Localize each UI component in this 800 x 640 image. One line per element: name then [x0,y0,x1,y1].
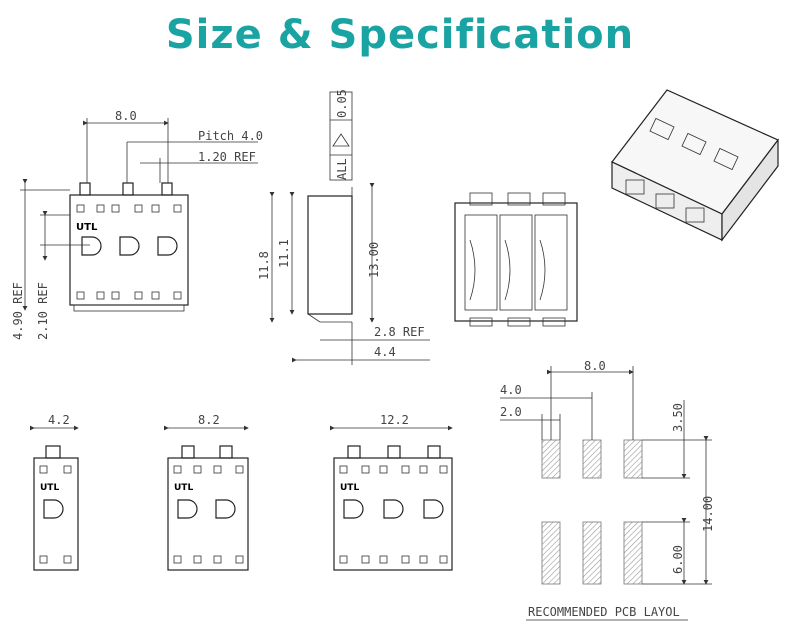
pcb-layout: 8.0 4.0 2.0 3.50 14.00 6.00 RECOMMENDED … [500,359,715,621]
dim-pad-w: 2.0 [500,405,522,419]
pcb-caption: RECOMMENDED PCB LAYOL [528,605,680,619]
dim-pcb-pitch: 4.0 [500,383,522,397]
dim-h3: 13.00 [367,242,381,278]
dim-pad-h: 3.50 [671,403,685,432]
dim-h1: 11.8 [257,251,271,280]
side-view: 0.05 ALL 11.8 11.1 13.00 2.8 REF 4.4 [257,89,430,365]
dim-side-ref: 2.8 REF [374,325,425,339]
flatness-value: 0.05 [335,89,349,118]
dim-width: 8.0 [115,109,137,123]
dim-ref-small: 1.20 REF [198,150,256,164]
variant-2-logo: UTL [174,483,193,493]
variant-3-logo: UTL [340,483,359,493]
internal-view [454,192,578,327]
dim-height-ref-1: 4.90 REF [11,282,25,340]
dim-pcb-total-h: 14.00 [701,496,715,532]
top-view: UTL 8.0 Pitch 4.0 1.20 REF 4.90 REF 2.10… [11,109,263,340]
dim-w3: 12.2 [380,413,409,427]
variant-1pin: UTL 4.2 [30,413,79,571]
variant-1-logo: UTL [40,483,59,493]
dim-w1: 4.2 [48,413,70,427]
dim-pad-h2: 6.00 [671,545,685,574]
variant-2pin: UTL 8.2 [164,413,249,571]
dim-height-ref-2: 2.10 REF [36,282,50,340]
dim-h2: 11.1 [277,239,291,268]
dim-pcb-total: 8.0 [584,359,606,373]
dim-depth: 4.4 [374,345,396,359]
variant-3pin: UTL 12.2 [330,413,453,571]
flatness-all-label: ALL [335,158,349,180]
page-title: Size & Specification [165,12,635,58]
dim-pitch: Pitch 4.0 [198,129,263,143]
isometric-view [611,89,779,242]
dim-w2: 8.2 [198,413,220,427]
top-view-logo: UTL [76,222,98,233]
